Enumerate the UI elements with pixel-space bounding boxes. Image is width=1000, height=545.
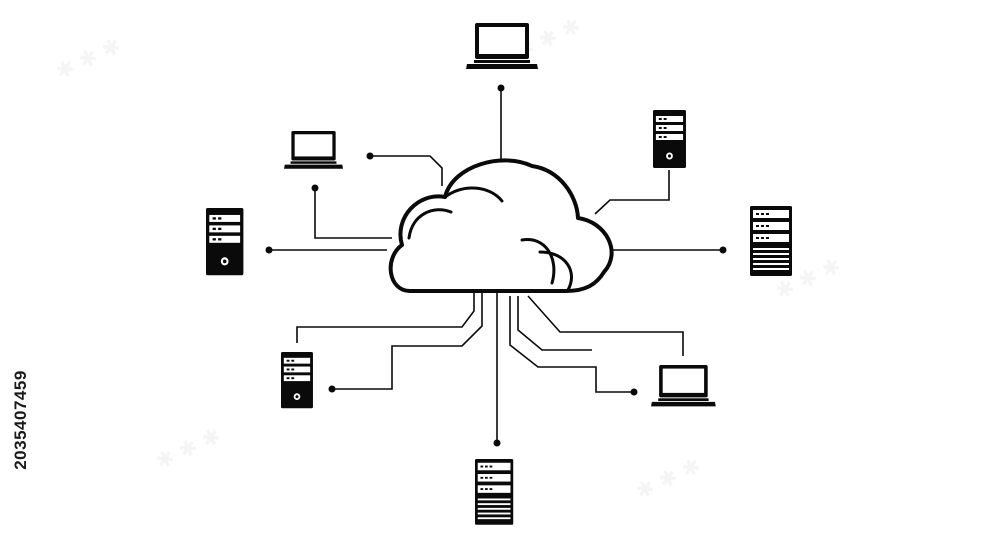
laptop-icon: [651, 365, 716, 407]
svg-text:✱ ✱ ✱: ✱ ✱ ✱: [632, 453, 705, 505]
server-tower-icon: [206, 208, 244, 276]
stock-id-label: 2035407459: [8, 300, 34, 540]
svg-text:✱ ✱ ✱: ✱ ✱ ✱: [152, 423, 225, 475]
stock-id-text: 2035407459: [11, 370, 30, 470]
link-laptop-lower-right-b: [517, 296, 592, 351]
link-laptop-lower-right-a: [527, 295, 684, 356]
server-tower-icon: [281, 352, 313, 409]
server-rack-icon: [475, 459, 514, 525]
link-laptop-upper-left-lower: [314, 188, 392, 239]
laptop-icon: [284, 131, 344, 169]
link-laptop-upper-left: [370, 155, 443, 186]
endpoint-dots: [265, 84, 727, 447]
laptop-icon: [466, 23, 538, 69]
endpoint-dot: [630, 388, 638, 396]
endpoint-dot: [311, 184, 319, 192]
server-rack-icon: [750, 206, 792, 276]
endpoint-dot: [366, 152, 374, 160]
link-server-lower-left-a: [296, 291, 475, 343]
connections: [269, 88, 723, 443]
svg-text:✱ ✱ ✱: ✱ ✱ ✱: [52, 33, 125, 85]
endpoint-dot: [719, 246, 727, 254]
server-tower-icon: [653, 110, 686, 168]
endpoint-dot: [265, 246, 273, 254]
endpoint-dot: [328, 385, 336, 393]
cloud-icon: [388, 158, 614, 293]
link-server-upper-right: [594, 170, 670, 215]
endpoint-dot: [493, 439, 501, 447]
link-server-lower-left-b: [332, 291, 483, 390]
link-laptop-lower-right-c: [509, 296, 634, 393]
endpoint-dot: [497, 84, 505, 92]
